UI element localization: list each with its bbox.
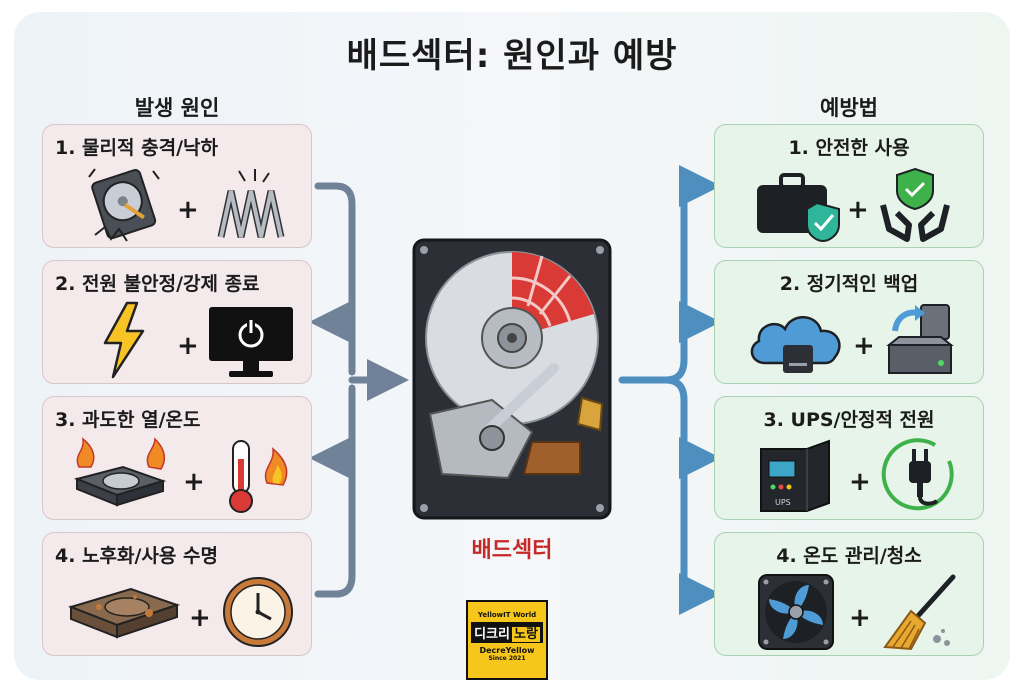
prevention-label: 1. 안전한 사용	[788, 137, 910, 159]
plus-sign: +	[853, 331, 875, 361]
center-label: 배드섹터	[471, 538, 553, 563]
broom-icon	[883, 574, 956, 651]
logo-word-1: 디크리	[474, 627, 510, 642]
ups-text: UPS	[775, 498, 791, 507]
left-bracket-arrows	[309, 182, 409, 598]
cause-card-power: 2. 전원 불안정/강제 종료 +	[42, 260, 312, 384]
ups-icon: UPS	[760, 439, 830, 512]
plus-sign: +	[849, 467, 871, 497]
prevention-card-safe-use: 1. 안전한 사용 +	[714, 124, 984, 248]
prevention-label: 4. 온도 관리/청소	[776, 545, 922, 567]
cause-label: 2. 전원 불안정/강제 종료	[55, 273, 260, 295]
plus-sign: +	[189, 603, 211, 633]
monitor-power-icon	[209, 307, 293, 377]
prevention-card-cooling: 4. 온도 관리/청소 +	[714, 532, 984, 656]
right-arrow-trunk-up	[662, 165, 721, 384]
plus-sign: +	[847, 195, 869, 225]
prevention-card-backup: 2. 정기적인 백업 +	[714, 260, 984, 384]
cause-card-impact: 1. 물리적 충격/낙하 +	[42, 124, 312, 248]
prevention-card-ups: 3. UPS/안정적 전원 UPS +	[714, 396, 984, 520]
clock-icon	[223, 577, 293, 647]
cause-label: 3. 과도한 열/온도	[55, 409, 201, 431]
cause-card-aging: 4. 노후화/사용 수명 +	[42, 532, 312, 656]
burning-hard-drive-icon	[73, 437, 167, 507]
cooling-fan-icon	[758, 574, 834, 650]
hands-shield-icon	[880, 167, 950, 242]
spring-icon	[217, 169, 285, 238]
cracked-hard-drive-icon	[88, 168, 160, 242]
logo-line-4: Since 2021	[488, 655, 526, 662]
prevention-label: 3. UPS/안정적 전원	[763, 409, 935, 431]
plus-sign: +	[177, 331, 199, 361]
cloud-drive-icon	[750, 316, 841, 373]
prevention-label: 2. 정기적인 백업	[779, 273, 919, 295]
shielded-case-icon	[757, 173, 840, 243]
central-hard-drive-icon	[412, 238, 612, 520]
plus-sign: +	[183, 467, 205, 497]
cause-label: 4. 노후화/사용 수명	[55, 545, 218, 567]
plus-sign: +	[849, 603, 871, 633]
rusty-hard-drive-icon	[67, 587, 181, 639]
left-arrow-from-cause-4	[314, 384, 356, 598]
logo-word-2: 노랑	[511, 627, 540, 642]
lightning-icon	[103, 301, 145, 379]
cause-label: 1. 물리적 충격/낙하	[55, 137, 218, 159]
right-bracket-arrows	[618, 165, 721, 615]
power-plug-icon	[881, 438, 954, 511]
prevention-heading: 예방법	[820, 96, 878, 120]
thermometer-fire-icon	[229, 440, 288, 513]
left-arrow-from-cause-1	[314, 182, 356, 376]
cause-card-heat: 3. 과도한 열/온도 +	[42, 396, 312, 520]
logo-line-3: DecreYellow	[479, 646, 535, 655]
right-arrow-trunk-down	[662, 376, 721, 615]
logo-line-1: YellowIT World	[477, 611, 537, 619]
backup-drive-icon	[886, 304, 954, 374]
page-title: 배드섹터: 원인과 예방	[346, 36, 678, 76]
causes-heading: 발생 원인	[134, 96, 220, 120]
plus-sign: +	[177, 195, 199, 225]
